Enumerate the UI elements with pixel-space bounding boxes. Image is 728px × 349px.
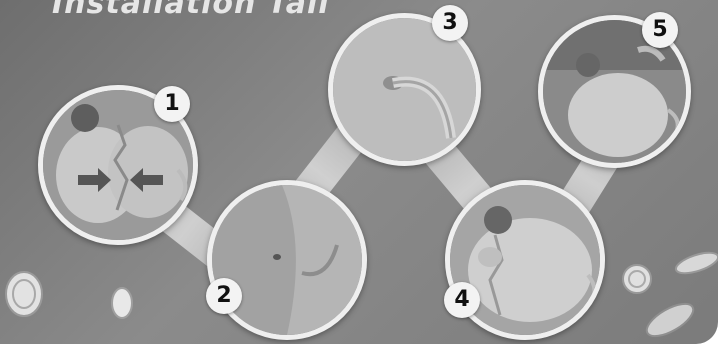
background-panel: Installation Tail 1 2: [0, 0, 718, 344]
coin-icon: [620, 262, 654, 296]
tail-hole-illustration: [212, 185, 362, 335]
step-3-badge: 3: [432, 5, 468, 41]
step-2-photo: [207, 180, 367, 340]
step-1-badge: 1: [154, 86, 190, 122]
coin-icon: [108, 286, 136, 320]
step-4-badge: 4: [444, 282, 480, 318]
coin-icon: [640, 300, 700, 340]
coin-icon: [672, 250, 718, 276]
coin-icon: [2, 270, 46, 318]
page-title: Installation Tail: [52, 0, 330, 21]
step-2-badge: 2: [206, 278, 242, 314]
step-5-badge: 5: [642, 12, 678, 48]
